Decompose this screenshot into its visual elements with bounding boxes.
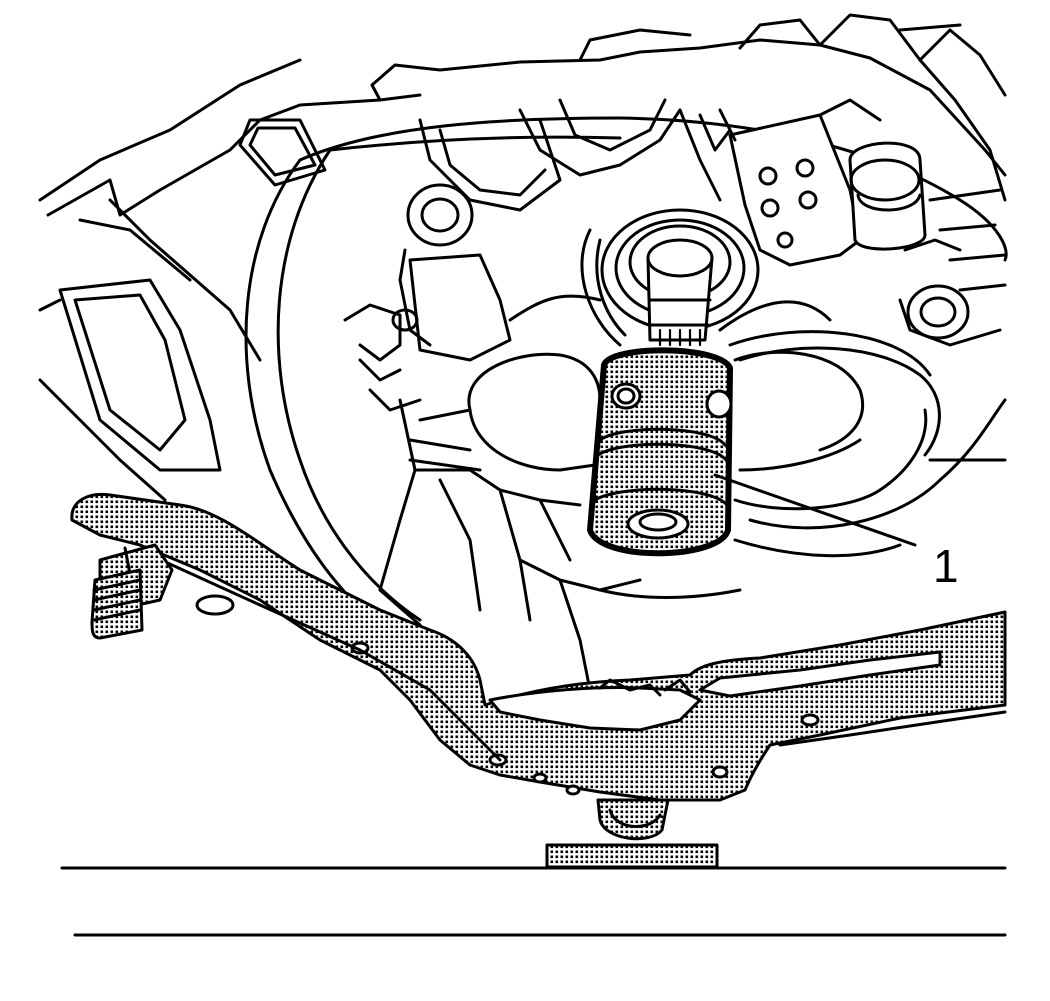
special-tool bbox=[587, 238, 733, 557]
transaxle-housing bbox=[38, 13, 1008, 692]
ground-lines bbox=[60, 866, 1007, 937]
support-crossmember bbox=[70, 492, 1007, 802]
callout-label: 1 bbox=[933, 540, 959, 592]
callout-leader-line bbox=[713, 473, 917, 547]
support-pedestal bbox=[545, 798, 719, 869]
callout-1: 1 bbox=[713, 473, 959, 592]
stud-bolt bbox=[90, 543, 174, 640]
